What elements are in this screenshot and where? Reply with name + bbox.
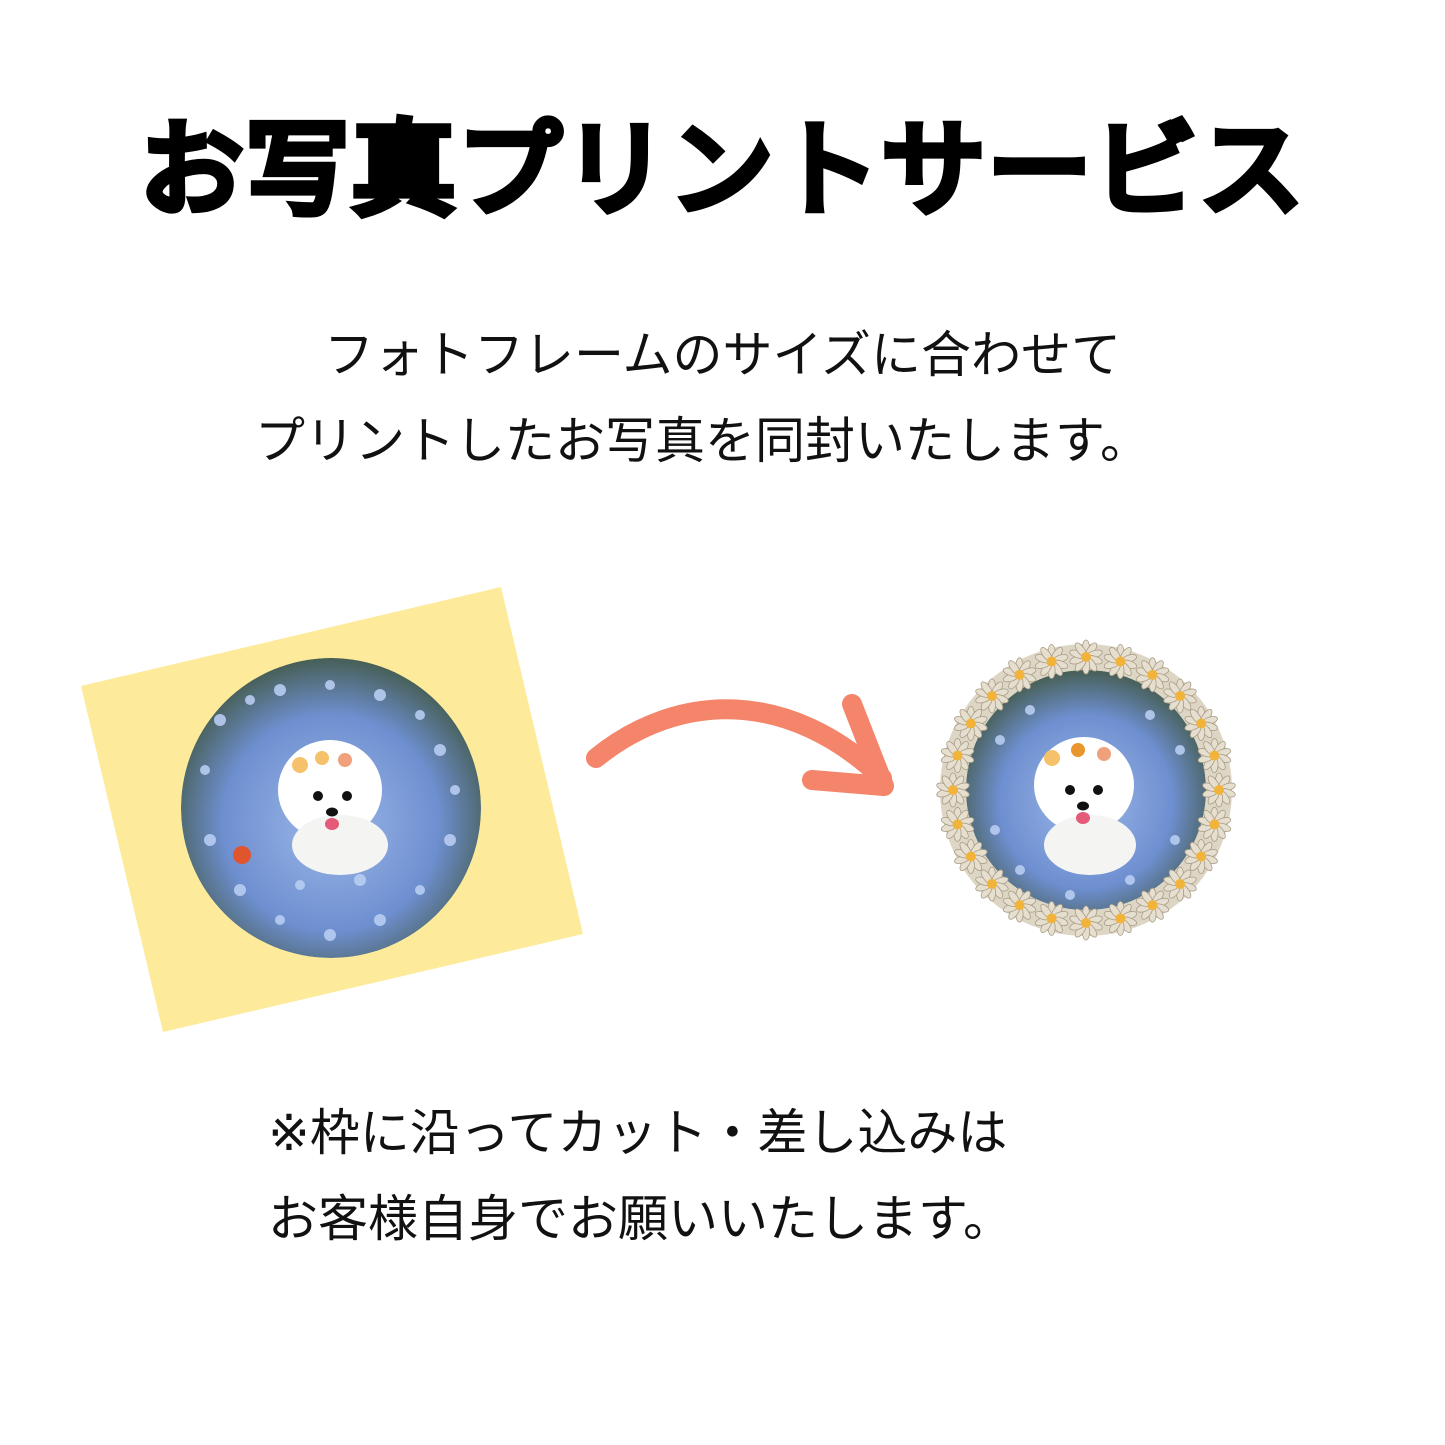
daisy (1069, 905, 1103, 941)
daisy-ring (936, 639, 1236, 941)
note-line-1: ※枠に沿ってカット・差し込みは (268, 1104, 1008, 1162)
daisy (1135, 657, 1170, 693)
daisy (1103, 644, 1138, 679)
daisy (1163, 866, 1197, 902)
description-line-1: フォトフレームのサイズに合わせて (324, 326, 1121, 384)
daisy (1184, 706, 1218, 741)
daisy (1197, 738, 1232, 773)
daisy (936, 772, 970, 808)
note-line-2: お客様自身でお願いいたします。 (268, 1190, 1013, 1248)
daisy (1034, 644, 1069, 679)
daisy (975, 866, 1009, 902)
daisy (1002, 887, 1037, 923)
daisy (940, 738, 975, 773)
daisy-frame-icon (936, 639, 1236, 941)
daisy (1184, 839, 1218, 874)
daisy (1163, 678, 1197, 714)
daisy (940, 807, 975, 842)
photo-print (81, 587, 583, 1032)
daisy (1069, 639, 1103, 675)
description-line-2: プリントしたお写真を同封いたします。 (255, 412, 1150, 470)
page-title: お写真プリントサービス (137, 109, 1306, 231)
daisy (1034, 901, 1069, 936)
photo-dog-in-flowers (181, 658, 481, 958)
curved-arrow-right-icon (586, 694, 894, 796)
daisy (1135, 887, 1170, 923)
daisy (1197, 807, 1232, 842)
daisy (1002, 657, 1037, 693)
daisy (954, 839, 988, 874)
daisy (1202, 772, 1236, 808)
daisy (975, 678, 1009, 714)
daisy (954, 706, 988, 741)
framed-photo (966, 670, 1206, 910)
daisy (1103, 901, 1138, 936)
